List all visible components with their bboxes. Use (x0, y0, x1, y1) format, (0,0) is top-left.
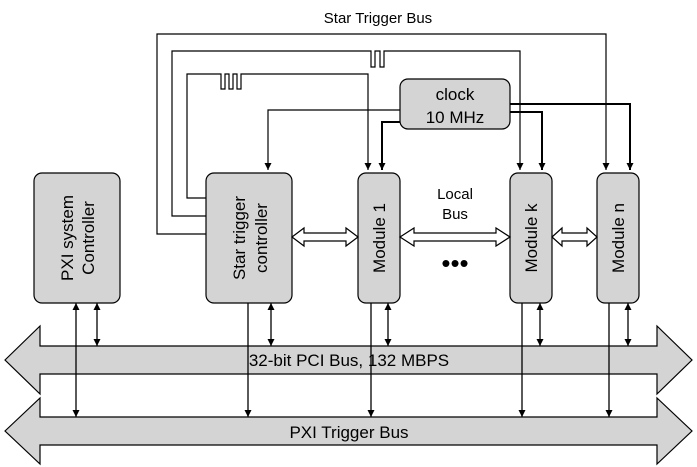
pxi-trigger-bus: PXI Trigger Bus (4, 396, 693, 466)
local-bus-label-2: Bus (442, 206, 468, 223)
star-line-module-n (156, 33, 610, 235)
star-trigger-controller-label-2: controller (252, 203, 271, 273)
pci-bus-label: 32-bit PCI Bus, 132 MBPS (249, 351, 449, 370)
clock-line-module-1 (378, 121, 400, 170)
pxi-trigger-bus-label: PXI Trigger Bus (289, 423, 408, 442)
clock-line-module-k (510, 111, 546, 170)
module-k-box: Module k (509, 172, 553, 304)
star-trigger-lines (156, 33, 610, 235)
clock-box: clock 10 MHz (399, 78, 511, 130)
clock-line-module-n (510, 103, 634, 170)
star-line-module-1 (186, 73, 372, 199)
module-1-box: Module 1 (357, 172, 401, 304)
local-bus-arrow-controller-module-1 (291, 226, 359, 248)
module-ellipsis: ••• (441, 248, 468, 278)
pxi-system-controller-box: PXI system Controller (33, 172, 121, 304)
star-trigger-controller-label-1: Star trigger (230, 196, 249, 280)
local-bus-arrow-module-k-module-n (551, 226, 598, 248)
pci-bus: 32-bit PCI Bus, 132 MBPS (4, 324, 693, 396)
local-bus-arrow-module-1-module-k (398, 226, 512, 248)
module-n-label: Module n (609, 203, 628, 273)
clock-line-star-controller (264, 109, 400, 170)
local-bus-arrows (291, 226, 598, 248)
star-line-module-k (171, 50, 524, 217)
module-n-box: Module n (596, 172, 640, 304)
local-bus-label-1: Local (437, 186, 473, 203)
bus-connectors (72, 303, 632, 417)
module-1-label: Module 1 (370, 203, 389, 273)
clock-lines (264, 103, 634, 170)
clock-frequency-label: 10 MHz (426, 108, 485, 127)
pxi-system-controller-label-2: Controller (79, 201, 98, 275)
pxi-system-controller-label-1: PXI system (58, 195, 77, 281)
star-trigger-bus-label: Star Trigger Bus (324, 10, 432, 27)
module-k-label: Module k (522, 203, 541, 272)
clock-label: clock (436, 85, 475, 104)
star-trigger-controller-box: Star trigger controller (205, 172, 293, 304)
